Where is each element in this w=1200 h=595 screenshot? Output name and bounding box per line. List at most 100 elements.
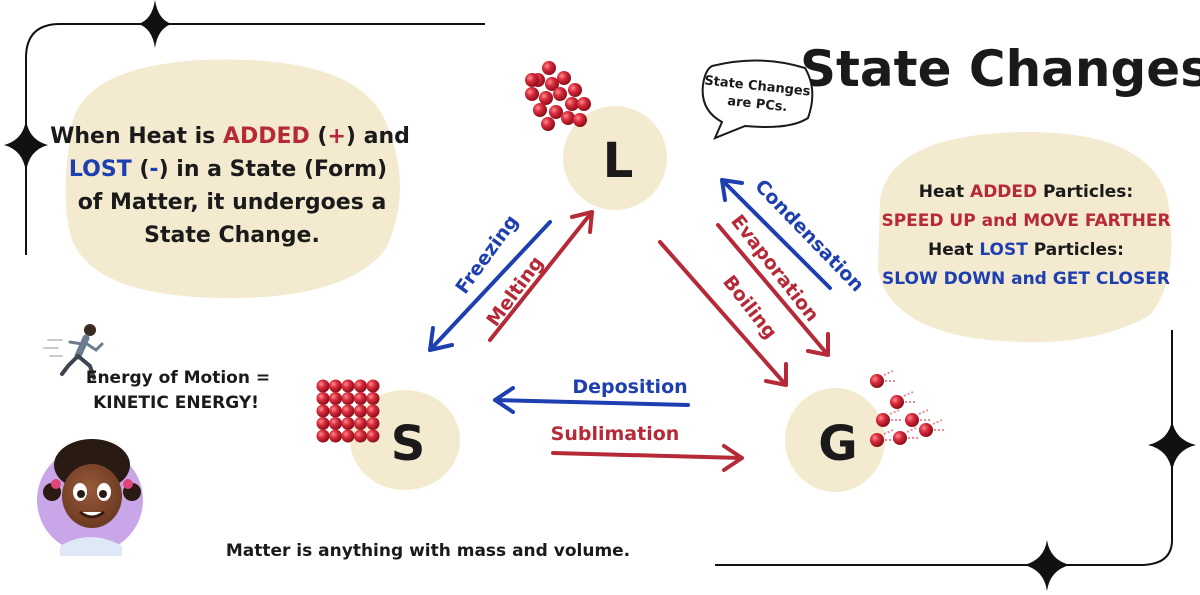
liquid-particle bbox=[573, 113, 587, 127]
solid-particle bbox=[354, 417, 367, 430]
gas-state-circle bbox=[785, 388, 885, 492]
liquid-particle bbox=[561, 111, 575, 125]
sparkle-star-icon bbox=[1148, 420, 1196, 472]
heat-info-blob bbox=[878, 131, 1172, 343]
speech-bubble-shape bbox=[701, 59, 814, 140]
deposition-arrow bbox=[493, 386, 690, 414]
gas-motion-trail bbox=[932, 419, 944, 431]
gas-particle bbox=[905, 413, 919, 427]
solid-particles bbox=[316, 379, 380, 443]
solid-particle bbox=[316, 429, 330, 443]
gas-particle bbox=[890, 395, 904, 409]
liquid-particle bbox=[549, 105, 563, 119]
gas-particle bbox=[870, 374, 884, 388]
gas-motion-trail bbox=[906, 427, 918, 439]
kinetic-line-2: KINETIC ENERGY! bbox=[93, 393, 259, 413]
gas-particle bbox=[893, 431, 907, 445]
sparkle-stars bbox=[4, 0, 1196, 591]
liquid-particle bbox=[542, 61, 556, 75]
liquid-particle bbox=[565, 97, 579, 111]
heat-info-text: Heat ADDED Particles: SPEED UP and MOVE … bbox=[881, 182, 1170, 289]
speech-bubble: State Changes are PCs. bbox=[701, 59, 814, 140]
liquid-particle bbox=[577, 97, 591, 111]
solid-particle bbox=[329, 429, 342, 443]
condensation-arrow bbox=[720, 178, 832, 290]
solid-particle bbox=[316, 417, 330, 430]
solid-particle bbox=[316, 404, 330, 418]
heat-info-line-1: Heat ADDED Particles: bbox=[919, 182, 1133, 202]
transition-arrows bbox=[428, 178, 832, 472]
solid-particle bbox=[366, 379, 380, 393]
sparkle-star-icon bbox=[138, 0, 172, 48]
gas-particle bbox=[870, 433, 884, 447]
liquid-particle bbox=[553, 87, 567, 101]
intro-line-4: State Change. bbox=[144, 223, 320, 248]
sparkle-star-icon bbox=[4, 120, 48, 172]
evaporation-arrow bbox=[716, 223, 830, 357]
boiling-arrow bbox=[658, 240, 788, 387]
liquid-state-label: L bbox=[603, 133, 634, 189]
gas-particles bbox=[870, 370, 944, 447]
liquid-particle bbox=[557, 71, 571, 85]
intro-line-1: When Heat is ADDED (+) and bbox=[50, 124, 410, 149]
solid-particle bbox=[366, 429, 380, 443]
heat-info-line-2: SPEED UP and MOVE FARTHER bbox=[881, 211, 1170, 231]
liquid-state-circle bbox=[563, 106, 667, 210]
sublimation-arrow bbox=[551, 444, 744, 472]
sparkle-star-icon bbox=[1024, 540, 1070, 591]
solid-particle bbox=[341, 404, 355, 418]
solid-particle bbox=[341, 429, 355, 443]
solid-particle bbox=[366, 417, 380, 430]
liquid-particle bbox=[525, 87, 539, 101]
liquid-particle bbox=[525, 73, 539, 87]
solid-particle bbox=[366, 404, 380, 418]
solid-particle bbox=[316, 379, 330, 393]
solid-particle bbox=[354, 429, 367, 443]
solid-particle bbox=[341, 392, 355, 405]
footer-text: Matter is anything with mass and volume. bbox=[226, 541, 630, 561]
condensation-label: Condensation bbox=[750, 175, 868, 296]
solid-state-label: S bbox=[391, 416, 426, 472]
liquid-particle bbox=[533, 103, 547, 117]
kinetic-line-1: Energy of Motion = bbox=[86, 368, 270, 388]
runner-icon bbox=[43, 324, 104, 380]
intro-blob bbox=[65, 59, 401, 299]
liquid-particle bbox=[568, 83, 582, 97]
background-blobs bbox=[65, 59, 1172, 492]
page-title: State Changes bbox=[800, 40, 1200, 98]
solid-particle bbox=[354, 392, 367, 405]
solid-particle bbox=[366, 392, 380, 405]
liquid-particles bbox=[525, 61, 591, 131]
heat-info-line-4: SLOW DOWN and GET CLOSER bbox=[882, 269, 1170, 289]
frame-decoration bbox=[25, 23, 1173, 566]
solid-particle bbox=[329, 417, 342, 430]
gas-motion-trail bbox=[903, 391, 915, 403]
heat-info-line-3: Heat LOST Particles: bbox=[928, 240, 1124, 260]
deposition-label: Deposition bbox=[572, 376, 687, 398]
solid-particle bbox=[329, 392, 342, 405]
solid-particle bbox=[316, 392, 330, 405]
gas-particle bbox=[919, 423, 933, 437]
liquid-particle bbox=[545, 77, 559, 91]
sublimation-label: Sublimation bbox=[551, 423, 680, 445]
cartoon-avatar bbox=[33, 439, 147, 557]
gas-motion-trail bbox=[918, 409, 930, 421]
solid-particle bbox=[329, 379, 342, 393]
solid-particle bbox=[354, 404, 367, 418]
gas-particle bbox=[876, 413, 890, 427]
gas-state-label: G bbox=[818, 416, 857, 472]
solid-particle bbox=[329, 404, 342, 418]
liquid-particle bbox=[541, 117, 555, 131]
intro-line-3: of Matter, it undergoes a bbox=[78, 190, 387, 215]
frame-top-left-line bbox=[25, 23, 485, 255]
intro-text: When Heat is ADDED (+) and LOST (-) in a… bbox=[50, 124, 410, 248]
kinetic-text: Energy of Motion = KINETIC ENERGY! bbox=[86, 368, 270, 413]
melting-arrow bbox=[488, 210, 594, 342]
gas-motion-trail bbox=[889, 409, 901, 421]
solid-particle bbox=[341, 417, 355, 430]
frame-bottom-right-line bbox=[715, 330, 1173, 566]
solid-particle bbox=[354, 379, 367, 393]
freezing-arrow bbox=[428, 220, 552, 352]
